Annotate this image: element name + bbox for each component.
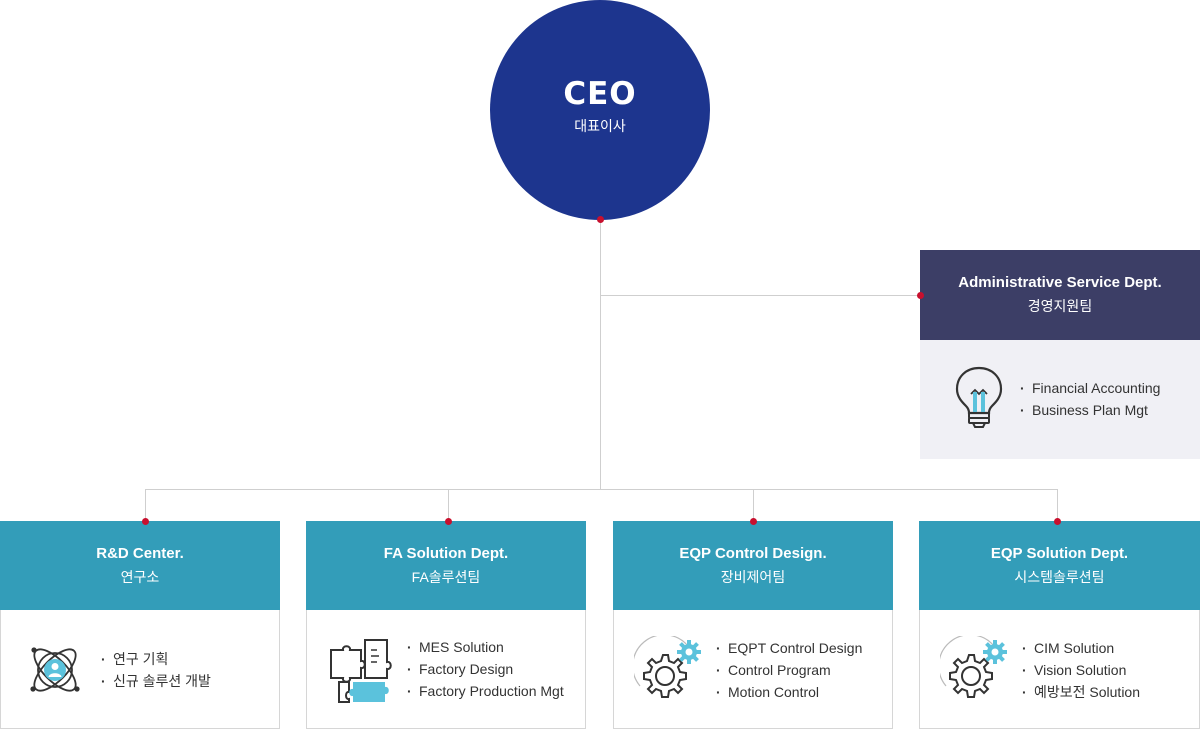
list-item: 신규 솔루션 개발	[101, 670, 211, 692]
ceo-subtitle: 대표이사	[574, 118, 626, 134]
dept-title: R&D Center.	[96, 544, 184, 562]
connector-dept-drop	[448, 489, 449, 521]
gears-icon	[940, 636, 1007, 698]
dept-subtitle: 연구소	[120, 568, 160, 585]
dept-card-eqp-control: EQP Control Design. 장비제어팀 EQPT Control D…	[613, 521, 893, 729]
dept-task-list: MES Solution Factory Design Factory Prod…	[407, 636, 564, 702]
dept-task-list: EQPT Control Design Control Program Moti…	[716, 637, 862, 703]
atom-icon	[30, 647, 80, 692]
admin-task-list: Financial Accounting Business Plan Mgt	[1020, 377, 1160, 421]
connector-dot	[917, 292, 924, 299]
dept-body: 연구 기획 신규 솔루션 개발	[0, 610, 280, 729]
connector-dot	[445, 518, 452, 525]
connector-admin-branch	[600, 295, 920, 296]
list-item: Factory Production Mgt	[407, 680, 564, 702]
list-item: EQPT Control Design	[716, 637, 862, 659]
admin-dept-card: Administrative Service Dept. 경영지원팀 Finan…	[920, 250, 1200, 459]
admin-dept-title: Administrative Service Dept.	[958, 274, 1162, 291]
list-item: Business Plan Mgt	[1020, 399, 1160, 421]
list-item: 연구 기획	[101, 648, 211, 670]
connector-ceo-trunk	[600, 219, 601, 489]
list-item: Financial Accounting	[1020, 377, 1160, 399]
connector-dot	[597, 216, 604, 223]
dept-body: EQPT Control Design Control Program Moti…	[613, 610, 893, 729]
dept-card-fa-solution: FA Solution Dept. FA솔루션팀 MES Solution Fa…	[306, 521, 586, 729]
dept-body: MES Solution Factory Design Factory Prod…	[306, 610, 586, 729]
admin-dept-header: Administrative Service Dept. 경영지원팀	[920, 250, 1200, 340]
ceo-node: CEO 대표이사	[490, 0, 710, 220]
lightbulb-icon	[955, 366, 1003, 428]
dept-subtitle: 장비제어팀	[720, 568, 786, 585]
list-item: CIM Solution	[1022, 637, 1140, 659]
dept-title: FA Solution Dept.	[383, 544, 509, 562]
connector-dept-drop	[753, 489, 754, 521]
connector-dept-drop	[145, 489, 146, 521]
connector-dot	[750, 518, 757, 525]
dept-card-eqp-solution: EQP Solution Dept. 시스템솔루션팀 CIM Solution …	[919, 521, 1200, 729]
dept-header: R&D Center. 연구소	[0, 521, 280, 610]
connector-dept-bus	[145, 489, 1058, 490]
list-item: Control Program	[716, 659, 862, 681]
list-item: Vision Solution	[1022, 659, 1140, 681]
dept-header: FA Solution Dept. FA솔루션팀	[306, 521, 586, 610]
gears-icon	[634, 636, 701, 698]
list-item: Factory Design	[407, 658, 564, 680]
dept-title: EQP Control Design.	[679, 544, 827, 562]
list-item: 예방보전 Solution	[1022, 681, 1140, 703]
list-item: Motion Control	[716, 681, 862, 703]
dept-task-list: CIM Solution Vision Solution 예방보전 Soluti…	[1022, 637, 1140, 703]
connector-dot	[1054, 518, 1061, 525]
dept-header: EQP Control Design. 장비제어팀	[613, 521, 893, 610]
dept-task-list: 연구 기획 신규 솔루션 개발	[101, 648, 211, 692]
dept-title: EQP Solution Dept.	[990, 544, 1129, 562]
ceo-title: CEO	[563, 76, 637, 112]
admin-dept-body: Financial Accounting Business Plan Mgt	[920, 340, 1200, 459]
dept-subtitle: 시스템솔루션팀	[1014, 568, 1105, 585]
list-item: MES Solution	[407, 636, 564, 658]
connector-dept-drop	[1057, 489, 1058, 521]
dept-subtitle: FA솔루션팀	[411, 568, 481, 585]
admin-dept-subtitle: 경영지원팀	[1027, 298, 1093, 314]
puzzle-icon	[330, 639, 392, 703]
dept-header: EQP Solution Dept. 시스템솔루션팀	[919, 521, 1200, 610]
dept-body: CIM Solution Vision Solution 예방보전 Soluti…	[919, 610, 1200, 729]
connector-dot	[142, 518, 149, 525]
dept-card-rnd: R&D Center. 연구소 연구 기획 신규 솔루션 개발	[0, 521, 280, 729]
